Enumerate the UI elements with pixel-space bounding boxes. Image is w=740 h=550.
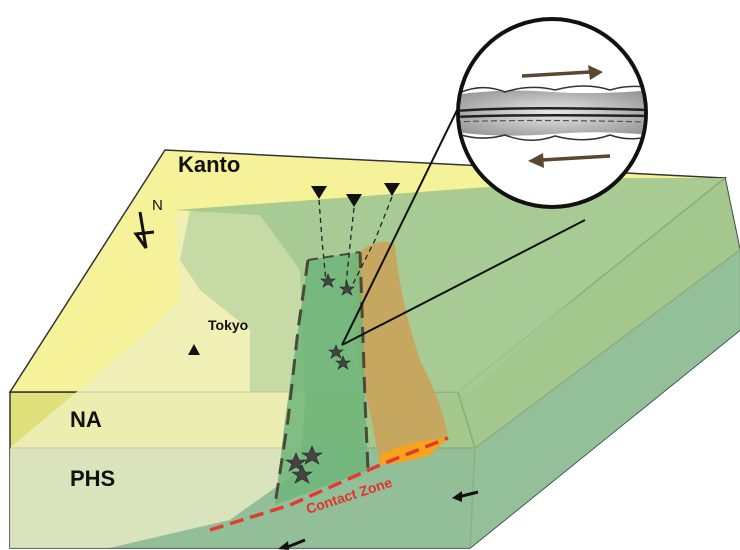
tokyo-label: Tokyo bbox=[208, 317, 248, 333]
star-icon bbox=[339, 281, 355, 296]
station-triangle-icon bbox=[346, 194, 362, 207]
star-icon bbox=[320, 273, 336, 288]
zone-dashed-left bbox=[273, 259, 310, 506]
magnifier-circle-icon bbox=[456, 17, 648, 209]
na-label: NA bbox=[70, 407, 102, 432]
kanto-label: Kanto bbox=[178, 152, 240, 177]
tan-region bbox=[353, 241, 448, 465]
star-icon bbox=[285, 452, 307, 472]
contact-zone-line bbox=[209, 436, 449, 532]
stations bbox=[311, 183, 400, 291]
star-icon bbox=[291, 464, 313, 484]
star-icon bbox=[301, 445, 323, 465]
north-arrow-icon bbox=[133, 211, 155, 249]
star-icon bbox=[328, 344, 344, 359]
slip-arrows bbox=[278, 490, 479, 550]
station-triangle-icon bbox=[311, 186, 327, 199]
zone-dashed-right bbox=[358, 251, 370, 471]
arrow-icon bbox=[541, 154, 611, 162]
north-label: N bbox=[152, 197, 163, 214]
arrow-icon bbox=[521, 70, 591, 78]
event-stars bbox=[285, 273, 355, 484]
station-triangle-icon bbox=[384, 183, 400, 196]
star-icon bbox=[335, 355, 351, 370]
zone-green bbox=[275, 252, 368, 505]
triangle-marker-icon bbox=[188, 344, 200, 355]
phs-label: PHS bbox=[70, 466, 115, 491]
